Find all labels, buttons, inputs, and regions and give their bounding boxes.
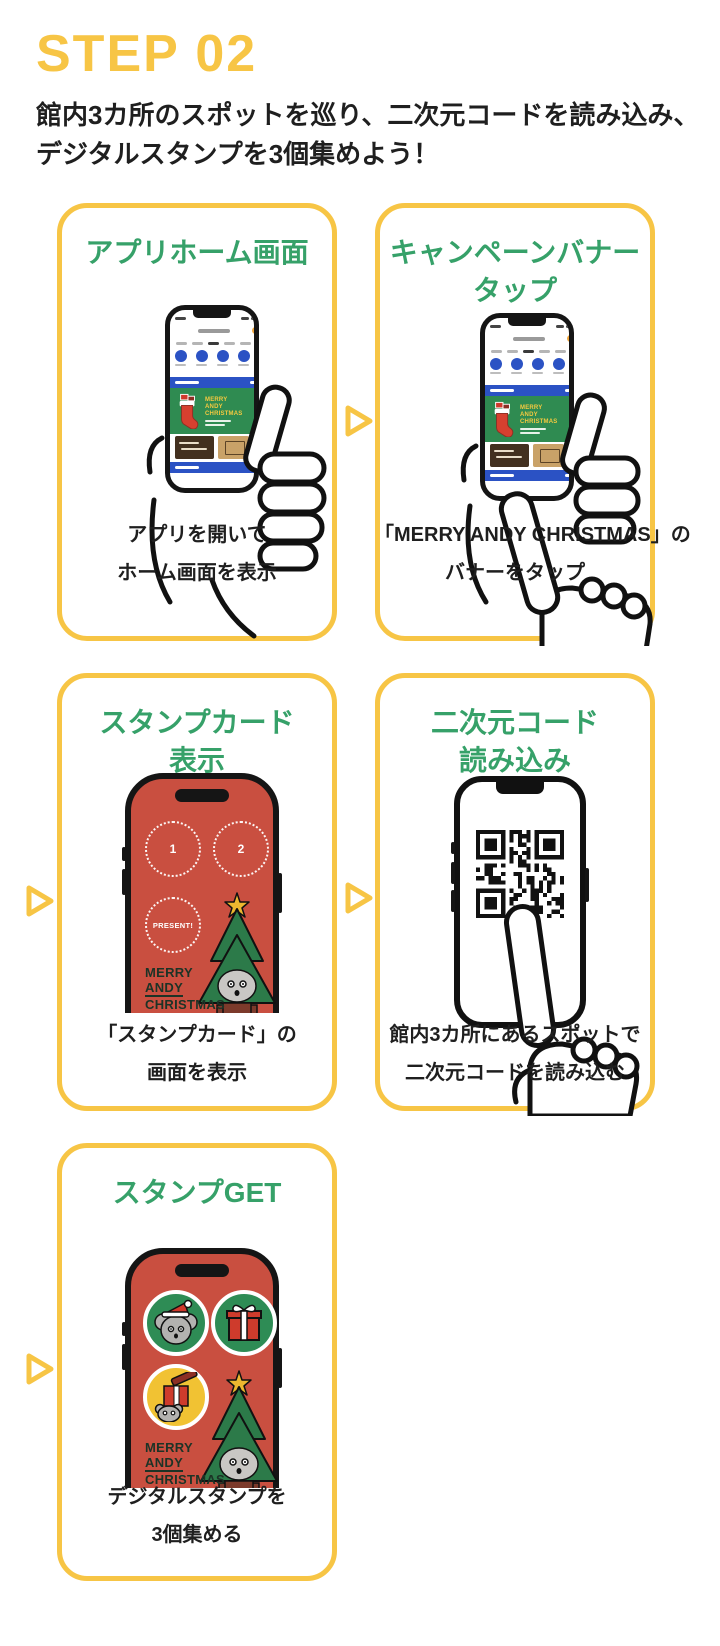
stamp-koala-opening-gift: [143, 1364, 209, 1430]
step-card-banner-tap: キャンペーンバナー タップ: [374, 203, 691, 646]
phone-app-home-screen: MERRY ANDY CHRISTMAS: [165, 305, 259, 493]
phone-side-button: [122, 1344, 126, 1370]
phone-side-button: [122, 1322, 126, 1336]
phone-side-button: [451, 862, 455, 884]
christmas-tree-character-icon: [198, 892, 276, 1013]
flow-arrow-right-icon: [26, 1353, 54, 1385]
phone-notch: [496, 782, 544, 794]
status-bar: [170, 310, 254, 323]
banner-logo-text: MERRY ANDY CHRISTMAS: [205, 396, 243, 417]
step-description-line2: デジタルスタンプを3個集めよう！: [36, 139, 440, 169]
app-icon: [510, 358, 523, 370]
flow-arrow-right-icon: [345, 405, 373, 437]
app-quick-icons: [485, 356, 569, 385]
christmas-tree-character-icon: [200, 1370, 278, 1488]
stamp-slot-present: PRESENT!: [145, 897, 201, 953]
section-bar: [170, 462, 254, 473]
phone-stamp-get-screen: MERRY ANDY CHRISTMAS: [122, 1248, 282, 1488]
section-bar: [170, 377, 254, 388]
step-description: 館内3カ所のスポットを巡り、二次元コードを読み込み、 デジタルスタンプを3個集め…: [36, 96, 700, 174]
stamp-slot-1: 1: [145, 821, 201, 877]
qr-code: [476, 830, 564, 923]
app-icon: [195, 350, 208, 362]
thumbnail-dark: [490, 444, 529, 467]
app-icon: [174, 350, 187, 362]
step-card-stamp-card: スタンプカード 表示 1 2 PRESENT!: [57, 673, 337, 1111]
points-icon: [567, 335, 569, 342]
phone-side-button: [122, 869, 126, 895]
phone-notch: [175, 1264, 229, 1277]
section-bar: [485, 385, 569, 396]
app-icon: [531, 358, 544, 370]
card-caption: 館内3カ所にあるスポットで 二次元コードを読み込む: [389, 1024, 641, 1084]
phone-side-button: [278, 1348, 282, 1388]
app-quick-icons: [170, 348, 254, 377]
phone-stamp-card-screen: 1 2 PRESENT!: [122, 773, 282, 1013]
app-tab-bar: [170, 338, 254, 348]
phone-app-home-screen: MERRY ANDY CHRISTMAS: [480, 313, 574, 501]
phone-side-button: [451, 890, 455, 912]
flow-arrow-right-icon: [26, 885, 54, 917]
stamp-gift-box: [211, 1290, 277, 1356]
app-header: [485, 331, 569, 346]
christmas-stocking-icon: [494, 401, 514, 437]
news-thumbnails: [170, 434, 254, 462]
app-icon: [552, 358, 565, 370]
phone-side-button: [278, 873, 282, 913]
stamp-koala-santa: [143, 1290, 209, 1356]
flow-arrow-right-icon: [345, 882, 373, 914]
step-card-app-home: アプリホーム画面: [57, 203, 337, 641]
app-tab-bar: [485, 346, 569, 356]
phone-notch: [175, 789, 229, 802]
card-title: スタンプGET: [112, 1177, 282, 1208]
christmas-stocking-icon: [179, 393, 199, 429]
card-caption: デジタルスタンプを 3個集める: [107, 1486, 287, 1546]
news-thumbnails: [485, 442, 569, 470]
step-title: STEP 02: [36, 25, 258, 83]
card-title: スタンプカード 表示: [99, 707, 295, 776]
phone-side-button: [122, 847, 126, 861]
thumbnail-dark: [175, 436, 214, 459]
stamp-slot-2: 2: [213, 821, 269, 877]
phone-notch: [508, 318, 546, 326]
thumbnail-tan: [532, 444, 564, 467]
phone-qr-screen: [451, 776, 589, 1028]
app-icon: [216, 350, 229, 362]
card-caption: 「MERRY ANDY CHRISTMAS」の バナーをタップ: [374, 524, 691, 584]
phone-side-button: [451, 842, 455, 854]
app-header: [170, 323, 254, 338]
card-title: キャンペーンバナー タップ: [389, 237, 641, 306]
step-card-qr-scan: 二次元コード 読み込み 館内3カ所にあるスポットで 二次元コードを読み込む: [375, 673, 655, 1116]
card-title: 二次元コード 読み込み: [430, 707, 599, 776]
app-icon: [489, 358, 502, 370]
campaign-banner: MERRY ANDY CHRISTMAS: [485, 396, 569, 442]
section-bar: [485, 470, 569, 481]
step-card-stamp-get: スタンプGET: [57, 1143, 337, 1581]
points-icon: [252, 327, 254, 334]
merry-andy-christmas-logo: MERRY ANDY CHRISTMAS: [145, 965, 225, 1012]
app-icon: [237, 350, 250, 362]
status-bar: [485, 318, 569, 331]
thumbnail-tan: [217, 436, 249, 459]
phone-notch: [193, 310, 231, 318]
campaign-banner: MERRY ANDY CHRISTMAS: [170, 388, 254, 434]
banner-logo-text: MERRY ANDY CHRISTMAS: [520, 404, 558, 425]
step-description-line1: 館内3カ所のスポットを巡り、二次元コードを読み込み、: [36, 100, 700, 130]
card-caption: アプリを開いて ホーム画面を表示: [117, 524, 277, 584]
phone-side-button: [585, 868, 589, 902]
merry-andy-christmas-logo: MERRY ANDY CHRISTMAS: [145, 1440, 225, 1487]
card-title: アプリホーム画面: [85, 237, 309, 268]
card-caption: 「スタンプカード」の 画面を表示: [97, 1024, 297, 1084]
